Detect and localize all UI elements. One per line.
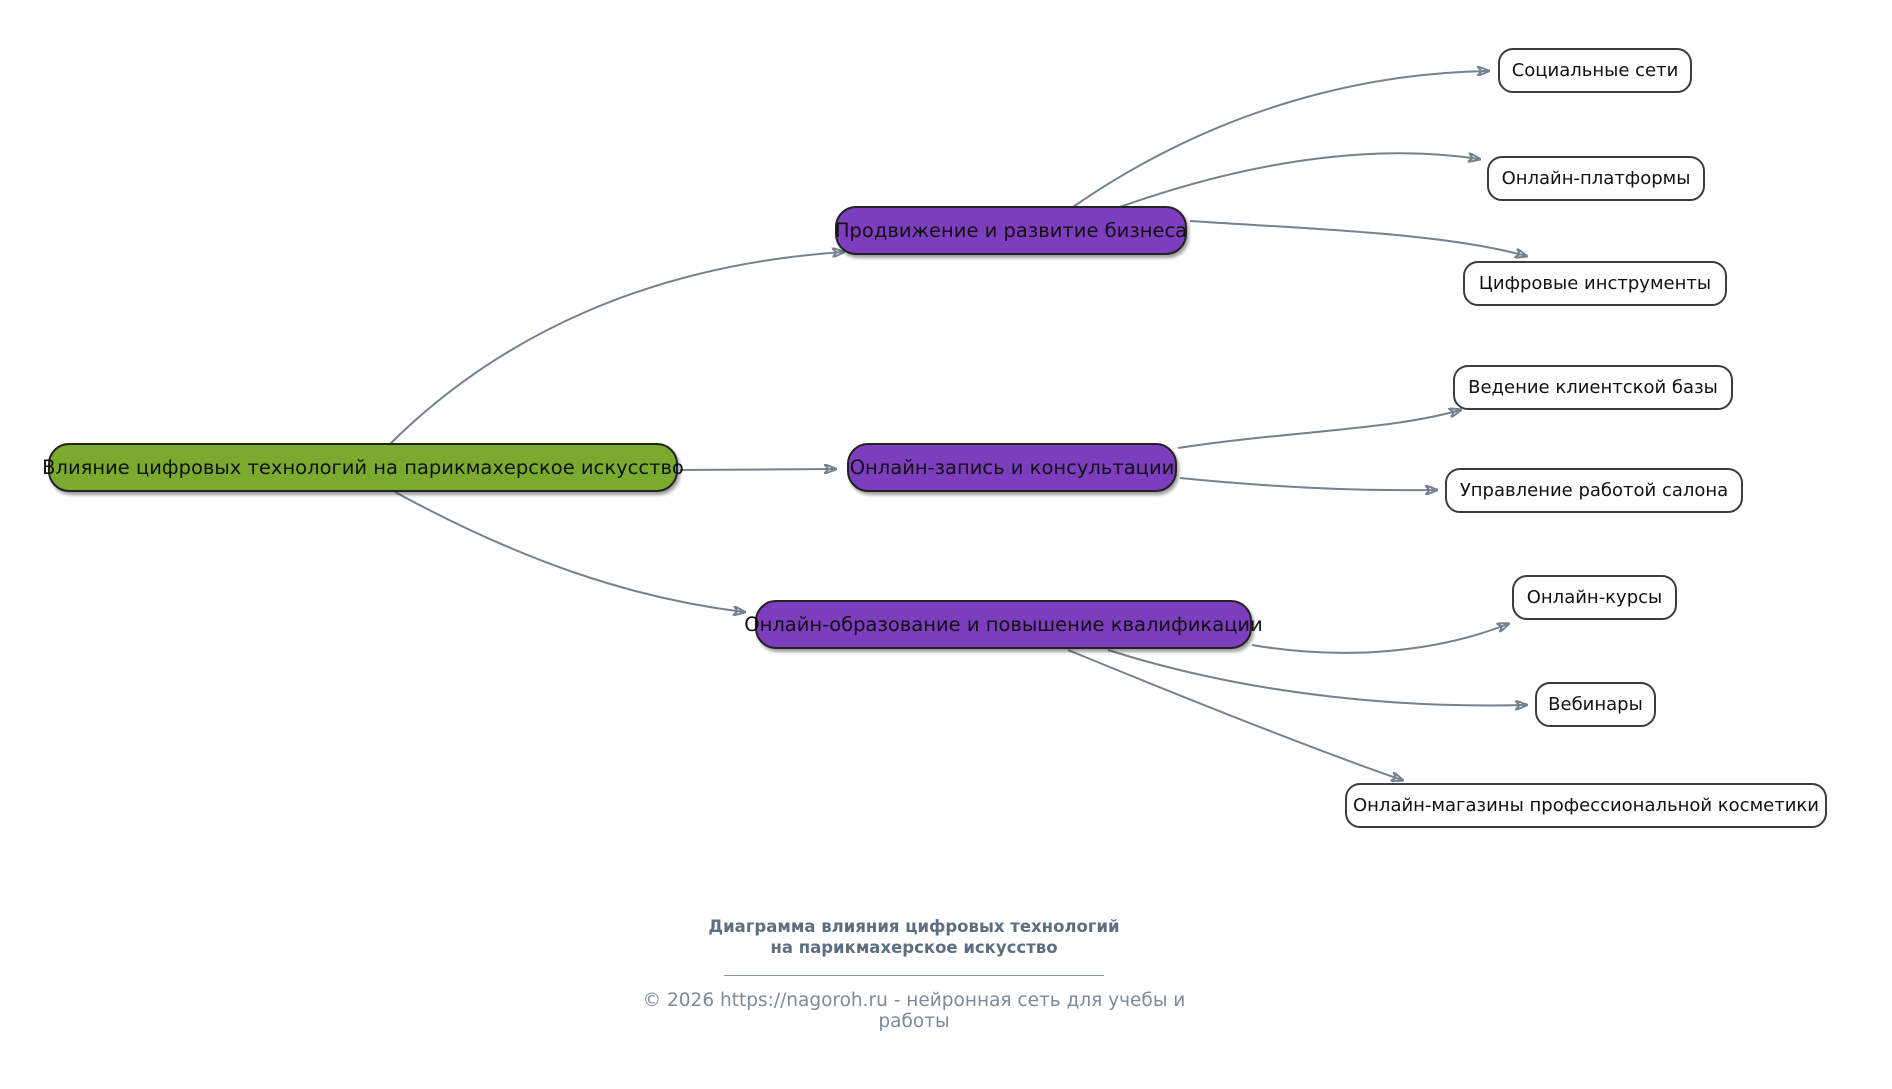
leaf-node-client-base: Ведение клиентской базы	[1453, 365, 1733, 410]
edge-education-to-shops	[1067, 649, 1402, 780]
branch-node-education: Онлайн-образование и повышение квалифика…	[744, 600, 1263, 649]
leaf-node-cosmetics-shops: Онлайн-магазины профессиональной космети…	[1345, 783, 1827, 828]
edge-education-to-courses	[1251, 624, 1508, 654]
edge-root-to-branch-education	[394, 491, 744, 612]
footer-copyright: © 2026 https://nagoroh.ru - нейронная се…	[642, 989, 1186, 1032]
edge-booking-to-management	[1179, 477, 1436, 490]
footer-title: Диаграмма влияния цифровых технологий на…	[708, 917, 1120, 958]
leaf-node-webinars: Вебинары	[1535, 682, 1656, 727]
edge-root-to-branch-booking	[679, 469, 835, 470]
leaf-node-online-platforms: Онлайн-платформы	[1487, 156, 1705, 201]
edge-root-to-branch-promotion	[389, 252, 843, 445]
leaf-node-social-networks: Социальные сети	[1498, 48, 1692, 93]
edge-promotion-to-tools	[1189, 220, 1526, 256]
leaf-node-digital-tools: Цифровые инструменты	[1463, 261, 1727, 306]
leaf-node-online-courses: Онлайн-курсы	[1512, 575, 1677, 620]
leaf-node-salon-management: Управление работой салона	[1445, 468, 1743, 513]
root-node: Влияние цифровых технологий на парикмахе…	[42, 443, 684, 492]
footer: Диаграмма влияния цифровых технологий на…	[614, 916, 1214, 1032]
edge-promotion-to-platforms	[1119, 152, 1479, 208]
edge-education-to-webinars	[1107, 649, 1526, 705]
footer-divider	[724, 974, 1104, 976]
edge-promotion-to-social	[1072, 71, 1488, 208]
edge-booking-to-clientbase	[1177, 410, 1460, 449]
branch-node-booking: Онлайн-запись и консультации	[847, 443, 1177, 492]
branch-node-promotion: Продвижение и развитие бизнеса	[835, 206, 1187, 255]
